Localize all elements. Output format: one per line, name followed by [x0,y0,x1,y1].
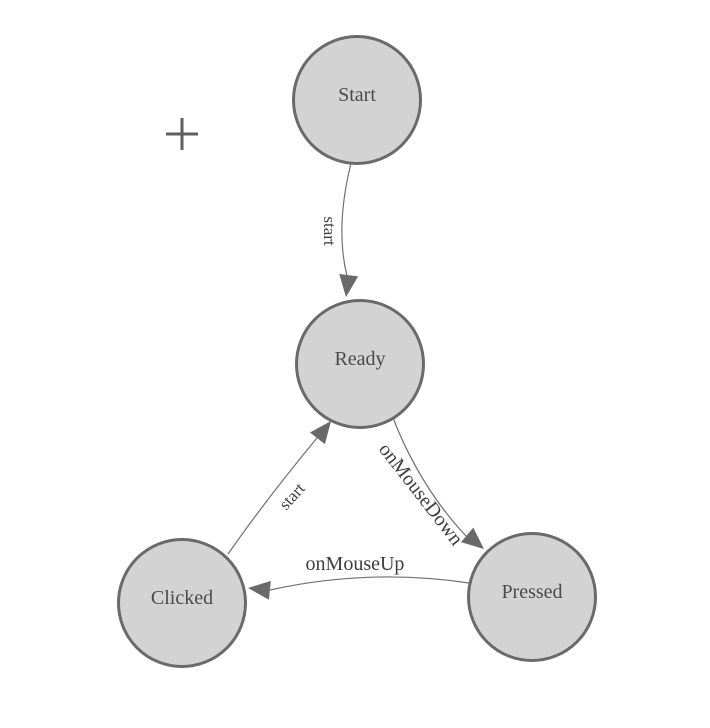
node-pressed[interactable]: Pressed [467,532,597,662]
edge-line[interactable] [392,417,467,537]
edge-label-onmouseup: onMouseUp [306,553,405,575]
edge-line[interactable] [227,437,318,555]
node-circle[interactable] [467,532,597,662]
node-circle[interactable] [295,299,425,429]
edge-line[interactable] [341,162,352,277]
edge-label-onmousedown: onMouseDown [374,439,467,550]
edge-ready-to-pressed[interactable]: onMouseDown [374,417,490,556]
arrowhead-icon [339,274,359,297]
node-ready[interactable]: Ready [295,299,425,429]
edge-pressed-to-clicked[interactable]: onMouseUp [247,553,470,600]
arrowhead-icon [461,527,484,549]
node-clicked[interactable]: Clicked [117,538,247,668]
arrowhead-icon [248,580,271,600]
node-start[interactable]: Start [292,35,422,165]
edge-line[interactable] [269,576,470,591]
node-circle[interactable] [117,538,247,668]
arrowhead-icon [309,421,331,445]
node-circle[interactable] [292,35,422,165]
edge-label-start: start [320,216,339,246]
edge-clicked-to-ready[interactable]: start [227,415,338,555]
crosshair-icon [166,118,198,150]
edge-start-to-ready[interactable]: start [320,162,359,298]
